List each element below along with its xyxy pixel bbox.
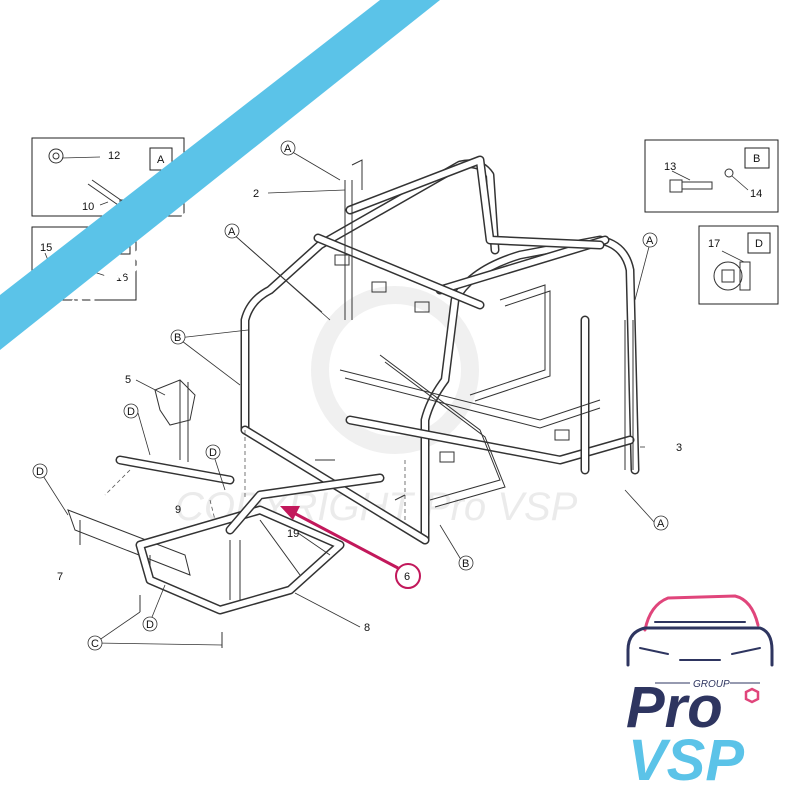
callout-letter-d-text: D [146, 619, 154, 631]
callout-letter-d-9: D [205, 444, 221, 460]
callout-letter-a-right: A [642, 232, 658, 248]
inset-box-d-letter: D [755, 238, 763, 250]
leader-lines [39, 149, 656, 646]
callout-letter-c-bottom: C [87, 635, 103, 651]
inset-box-d: D 17 [698, 225, 779, 305]
callout-letter-b-bottom: B [458, 555, 474, 571]
roll-cage-frame [240, 155, 640, 545]
inset-box-b-letter: B [753, 153, 760, 165]
callout-letter-a-text: A [646, 235, 654, 247]
callout-letter-a-text: A [657, 518, 665, 530]
callout-letter-d-5: D [123, 403, 139, 419]
callout-number-3: 3 [676, 442, 682, 454]
callout-6-circle [395, 563, 421, 589]
callout-letter-b-text: B [174, 332, 181, 344]
callout-letter-a-bottom: A [653, 515, 669, 531]
callout-letter-d-bottom: D [142, 616, 158, 632]
background-watermark: COPYRIGHT Pro VSP [175, 286, 578, 529]
callout-letter-d-text: D [127, 406, 135, 418]
callout-number-8: 8 [364, 622, 370, 634]
callout-letter-a-left: A [224, 223, 240, 239]
inset-a-part-10: 10 [82, 201, 94, 213]
callout-number-6: 6 [404, 571, 410, 583]
highlight-arrow-part-6: 6 [280, 506, 421, 589]
car-outline-icon [626, 594, 774, 667]
callout-letter-b-text: B [462, 558, 469, 570]
inset-a-part-12: 12 [108, 150, 120, 162]
pro-vsp-logo: GROUP Pro VSP [626, 594, 774, 793]
callout-number-2: 2 [253, 188, 259, 200]
hexagon-icon [744, 687, 760, 704]
inset-b-part-13: 13 [664, 161, 676, 173]
front-frame [67, 379, 406, 648]
logo-pro-text: Pro [626, 675, 723, 740]
callout-letter-b-left: B [170, 329, 186, 345]
callout-number-19: 19 [287, 528, 299, 540]
inset-c-part-15: 15 [40, 242, 52, 254]
callout-letter-d-7: D [32, 463, 48, 479]
inset-box-a-letter: A [157, 154, 165, 166]
callout-letter-d-text: D [209, 447, 217, 459]
callout-letter-a-top: A [280, 140, 296, 156]
callout-number-9: 9 [175, 504, 181, 516]
callout-letter-a-text: A [284, 143, 292, 155]
letter-callouts: A A A A B B C D [32, 140, 669, 651]
callout-letter-a-text: A [228, 226, 236, 238]
callout-number-7: 7 [57, 571, 63, 583]
callout-letter-c-text: C [91, 638, 99, 650]
inset-c-part-16: 16 [116, 272, 128, 284]
number-callouts: 2 3 5 7 8 9 19 [57, 188, 682, 634]
callout-number-5: 5 [125, 374, 131, 386]
logo-group-text: GROUP [693, 679, 730, 690]
callout-letter-d-text: D [36, 466, 44, 478]
logo-vsp-text: VSP [628, 728, 744, 793]
inset-d-part-17: 17 [708, 238, 720, 250]
inset-box-b: B 13 14 [644, 139, 779, 213]
inset-b-part-14: 14 [750, 188, 762, 200]
